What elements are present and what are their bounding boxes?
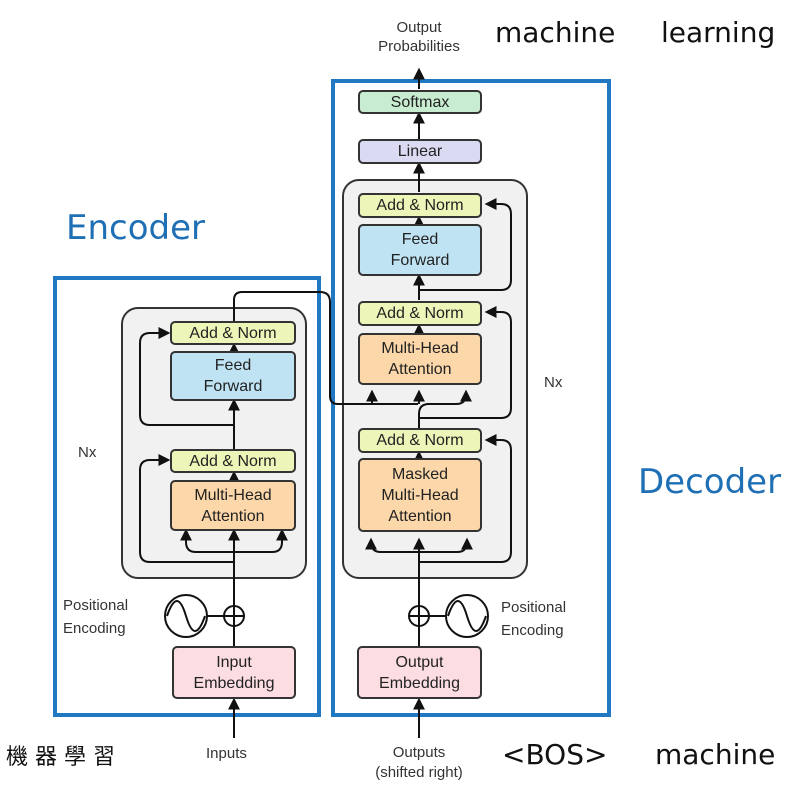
- enc-nx-label: Nx: [78, 444, 97, 461]
- enc-add-norm-bottom: Add & Norm: [170, 449, 296, 473]
- enc-positional-encoding-label: Positional Encoding: [63, 597, 129, 637]
- enc-multi-head-attention: Multi-Head Attention: [170, 480, 296, 531]
- dec-add-norm-1: Add & Norm: [358, 193, 482, 218]
- encoder-stack-bg: [121, 307, 307, 579]
- enc-add-norm-top: Add & Norm: [170, 321, 296, 345]
- dec-add-norm-2: Add & Norm: [358, 301, 482, 326]
- bos-token: <BOS>: [502, 738, 608, 771]
- encoder-title: Encoder: [66, 208, 206, 248]
- dec-feed-forward: Feed Forward: [358, 224, 482, 276]
- encoder-frame: [53, 276, 321, 717]
- decoder-title: Decoder: [638, 462, 782, 502]
- output-embedding-box: Output Embedding: [357, 646, 482, 699]
- output-probabilities-label: Output Probabilities: [378, 19, 460, 55]
- chinese-input-tokens: 機 器 學 習: [6, 745, 115, 770]
- dec-add-norm-3: Add & Norm: [358, 428, 482, 453]
- top-learning: learning: [661, 16, 776, 49]
- top-machine: machine: [495, 16, 616, 49]
- input-embedding-box: Input Embedding: [172, 646, 296, 699]
- softmax-box: Softmax: [358, 90, 482, 114]
- dec-nx-label: Nx: [544, 374, 563, 391]
- bottom-machine: machine: [655, 738, 776, 771]
- dec-positional-encoding-label: Positional Encoding: [501, 599, 567, 639]
- linear-box: Linear: [358, 139, 482, 164]
- dec-multi-head-attention: Multi-Head Attention: [358, 333, 482, 385]
- enc-feed-forward: Feed Forward: [170, 351, 296, 401]
- masked-multi-head-attention: Masked Multi-Head Attention: [358, 458, 482, 532]
- outputs-label: Outputs (shifted right): [375, 744, 463, 781]
- inputs-label: Inputs: [206, 745, 247, 762]
- decoder-frame: [331, 79, 611, 717]
